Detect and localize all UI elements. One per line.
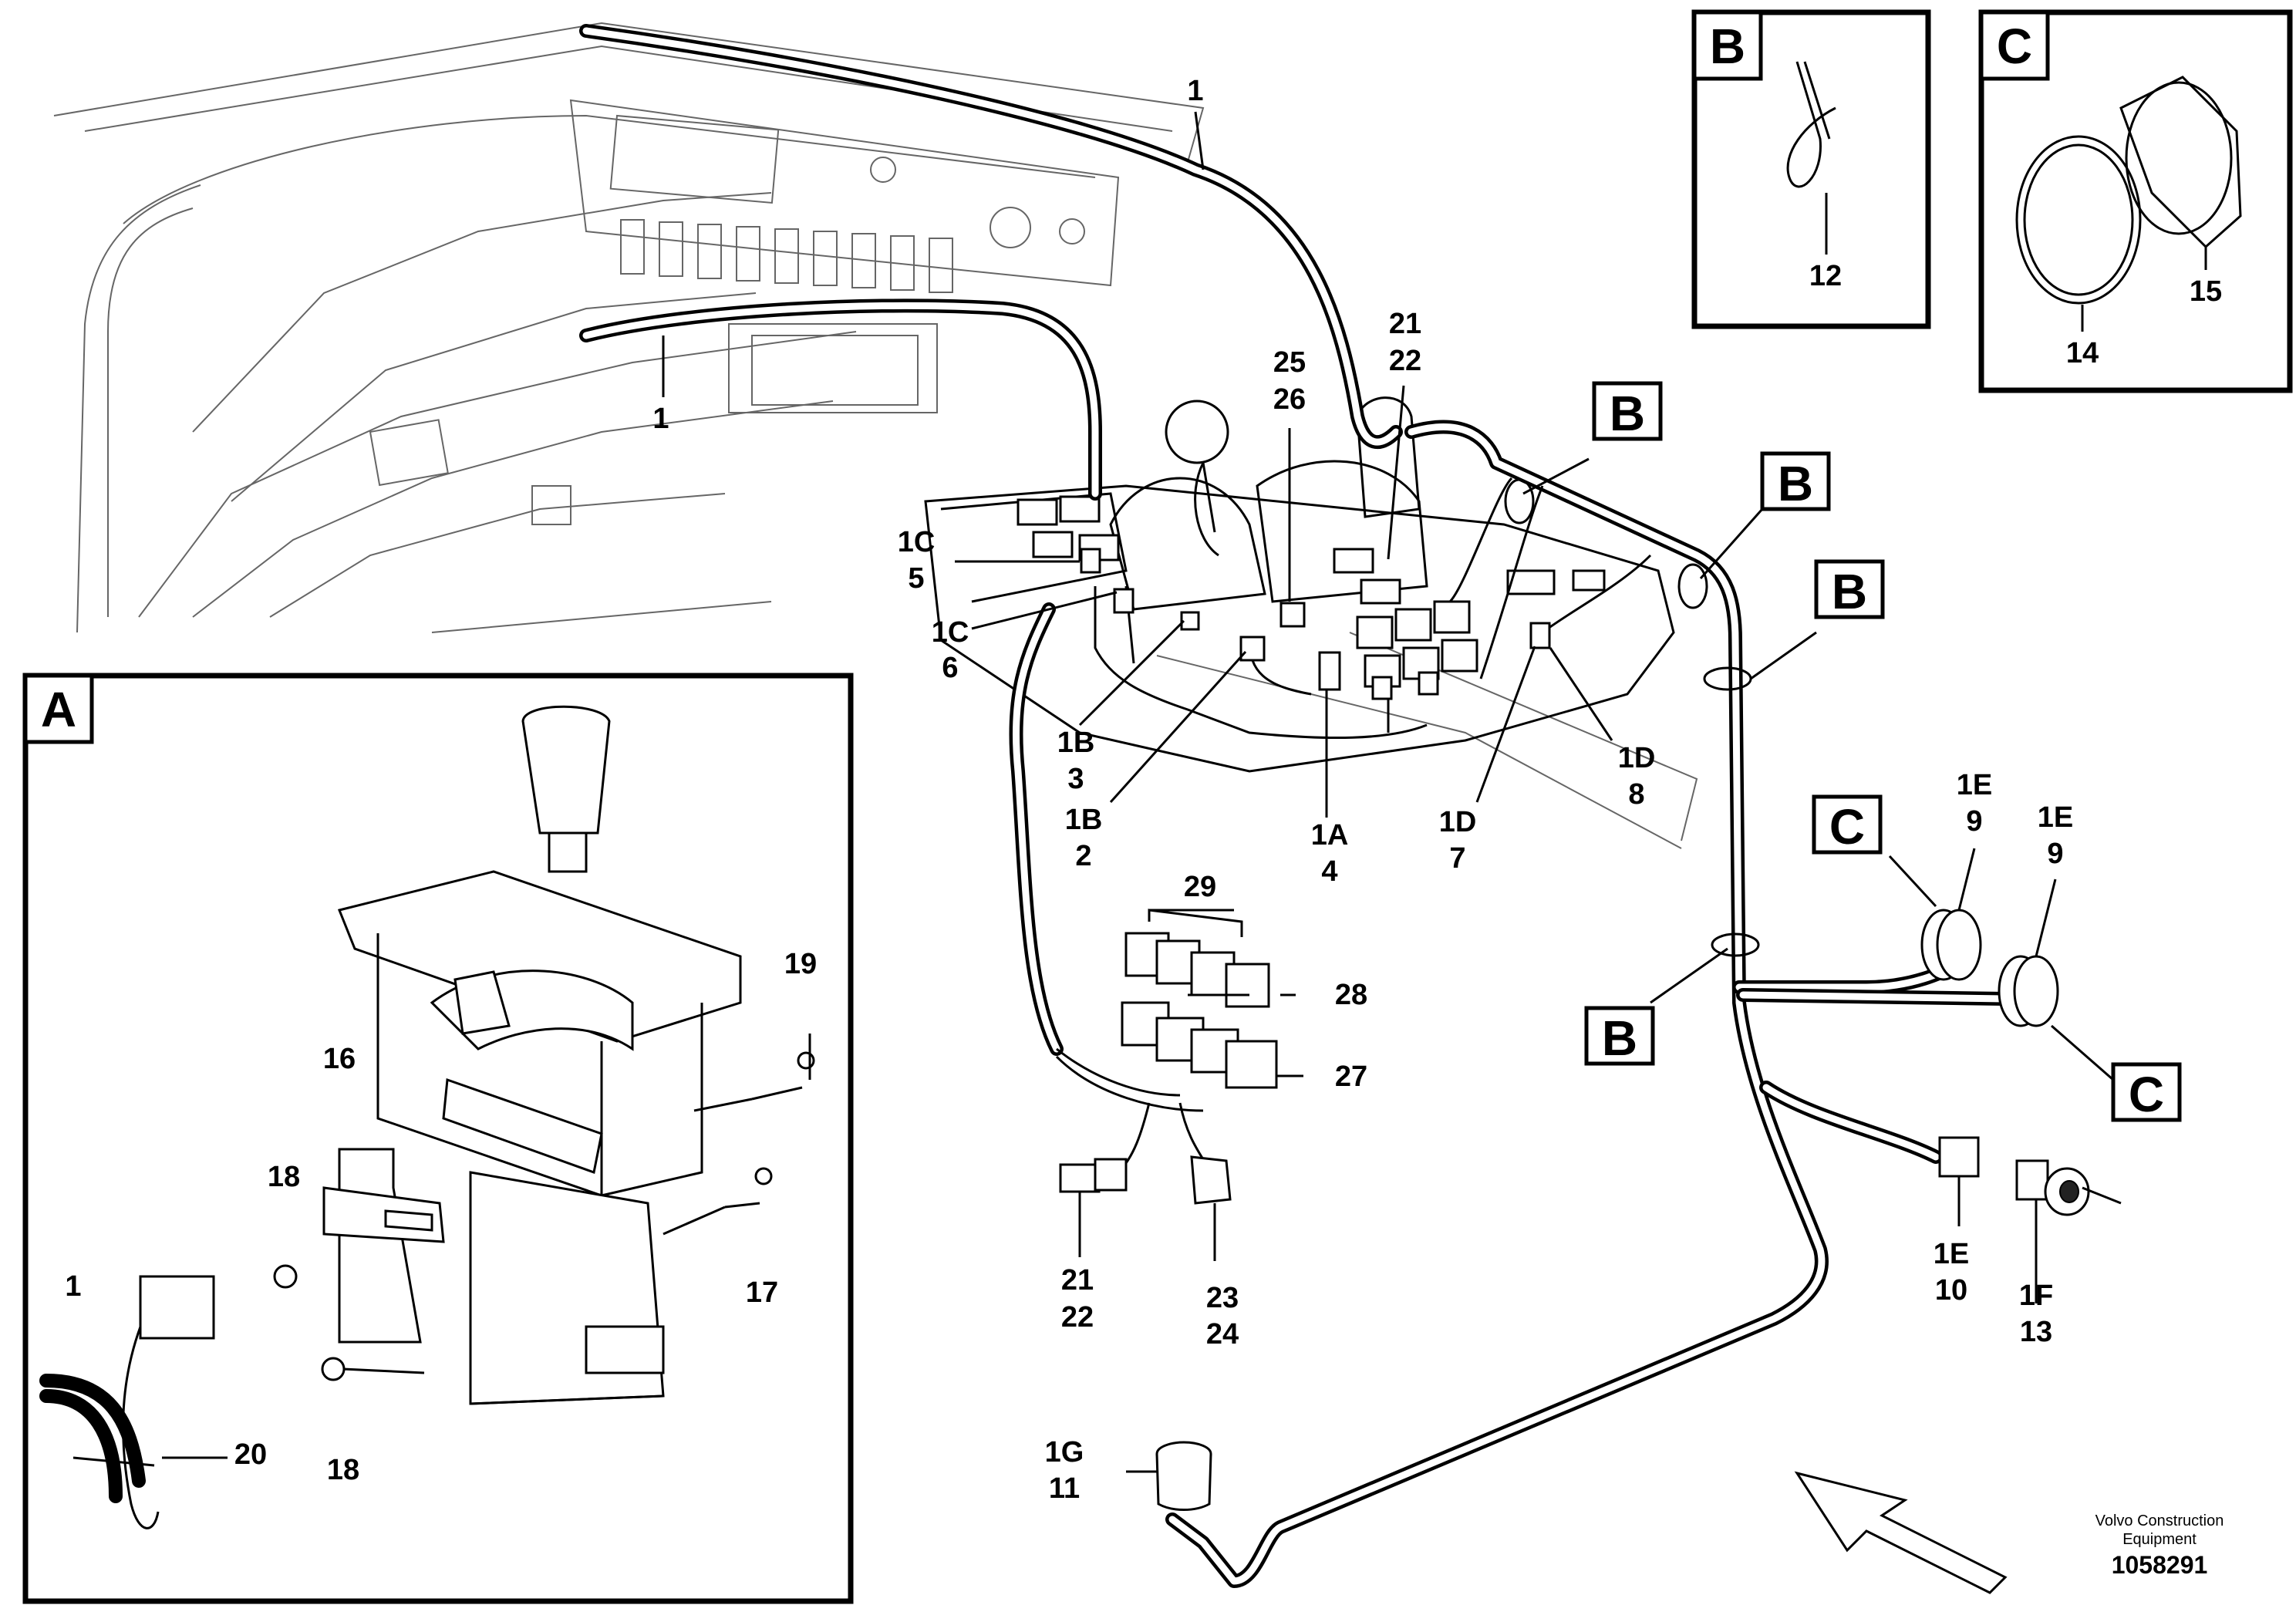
callout-9-label: 9 <box>1966 805 1982 838</box>
callout-1-left: 1 <box>652 403 669 435</box>
callout-1d-label: 1D <box>1618 742 1656 774</box>
tag-b: B <box>1602 1010 1637 1066</box>
callout-14-label: 14 <box>2066 337 2099 369</box>
connector-1e-10 <box>1938 1136 1980 1178</box>
company-name-line2: Equipment <box>2122 1531 2197 1548</box>
detail-b-title: B <box>1710 19 1745 74</box>
callout-1-top: 1 <box>1187 75 1203 107</box>
detail-box-titles: A B C <box>41 19 2032 737</box>
tag-b: B <box>1778 456 1813 511</box>
callout-3-label: 3 <box>1067 763 1084 795</box>
callout-1c-label: 1C <box>932 616 969 649</box>
callout-11-label: 11 <box>1049 1472 1080 1505</box>
callout-12-label: 12 <box>1809 260 1842 292</box>
callout-27-label: 27 <box>1335 1061 1367 1093</box>
callout-9-label: 9 <box>2047 838 2063 870</box>
view-direction-arrow <box>1794 1471 2008 1594</box>
callout-18-label: 18 <box>327 1454 359 1486</box>
callout-1a-label: 1A <box>1311 819 1349 851</box>
relay-block <box>1055 909 1278 1205</box>
labels-detail-a: 16 18 18 19 17 1 20 <box>65 948 817 1486</box>
callout-16-label: 16 <box>323 1043 356 1075</box>
connector-1d-7 <box>1529 622 1551 649</box>
callout-4-label: 4 <box>1321 855 1337 888</box>
sockets <box>1155 909 2122 1511</box>
console-panel <box>924 396 1675 773</box>
socket-1g-11 <box>1155 1441 1212 1511</box>
tag-b: B <box>1610 386 1645 441</box>
callout-1b-label: 1B <box>1057 727 1095 759</box>
callout-20-label: 20 <box>234 1438 267 1471</box>
callout-10-label: 10 <box>1935 1274 1967 1307</box>
callout-21-label: 21 <box>1061 1264 1094 1297</box>
detail-box-a <box>22 673 854 1604</box>
company-name-line1: Volvo Construction <box>2095 1512 2224 1529</box>
callout-1d-label: 1D <box>1439 806 1477 838</box>
callout-23-label: 23 <box>1206 1282 1239 1314</box>
outlet-1f-13 <box>2015 1159 2122 1216</box>
callout-1f-label: 1F <box>2019 1280 2053 1312</box>
tag-b: B <box>1832 564 1867 619</box>
detail-a-title: A <box>41 682 76 737</box>
callout-18-label: 18 <box>268 1161 300 1193</box>
harness-connectors <box>1080 548 1551 700</box>
callout-21-label: 21 <box>1389 308 1421 340</box>
callout-1-label: 1 <box>65 1270 81 1303</box>
callout-1b-label: 1B <box>1065 804 1103 836</box>
main-harness <box>579 24 2012 1588</box>
tag-leaders <box>1522 457 2114 1081</box>
callout-17-label: 17 <box>746 1276 778 1309</box>
callout-1c-label: 1C <box>898 526 936 558</box>
callout-22-label: 22 <box>1389 345 1421 377</box>
callout-1g-label: 1G <box>1045 1436 1084 1469</box>
callout-26-label: 26 <box>1273 383 1306 416</box>
callout-leaders <box>662 111 2057 1473</box>
detail-box-b <box>1691 9 1931 329</box>
connector-1b-2 <box>1239 636 1266 662</box>
callout-1e-label: 1E <box>1934 1238 1969 1270</box>
callout-25-label: 25 <box>1273 346 1306 379</box>
detail-tags: B B B B C C <box>1584 381 2182 1122</box>
connector-21-22-b <box>1360 578 1401 605</box>
callout-15-label: 15 <box>2190 275 2222 308</box>
callout-1e-label: 1E <box>1957 769 1992 801</box>
detail-box-c <box>1978 9 2293 393</box>
cab-dashboard-outline <box>53 22 1698 849</box>
callout-29-label: 29 <box>1184 871 1216 903</box>
callout-8-label: 8 <box>1628 778 1644 811</box>
connector-1b-3 <box>1180 611 1200 631</box>
connector-1c-5 <box>1080 548 1101 574</box>
connector-1a-4 <box>1318 651 1341 691</box>
connector-25-26 <box>1279 602 1306 628</box>
connector-1c-6 <box>1113 588 1135 614</box>
callout-5-label: 5 <box>908 562 924 595</box>
tag-c: C <box>2129 1067 2164 1122</box>
document-number: 1058291 <box>2112 1551 2208 1579</box>
labels-main: 1 1 1C 5 1C 6 25 26 21 22 1B 3 1B 2 1A 4… <box>652 75 2222 1505</box>
connector-21-22-a <box>1333 548 1374 574</box>
callout-2-label: 2 <box>1075 840 1091 872</box>
tag-c: C <box>1829 799 1865 855</box>
callout-6-label: 6 <box>942 652 958 684</box>
detail-c-title: C <box>1997 19 2032 74</box>
callout-13-label: 13 <box>2020 1316 2052 1348</box>
callout-19-label: 19 <box>784 948 817 980</box>
callout-28-label: 28 <box>1335 979 1367 1011</box>
callout-24-label: 24 <box>1206 1318 1239 1351</box>
callout-7-label: 7 <box>1449 842 1465 875</box>
callout-22-label: 22 <box>1061 1301 1094 1334</box>
callout-1e-label: 1E <box>2038 801 2073 834</box>
dash-switch-row <box>620 219 953 293</box>
footer: Volvo Construction Equipment 1058291 <box>2095 1512 2224 1579</box>
